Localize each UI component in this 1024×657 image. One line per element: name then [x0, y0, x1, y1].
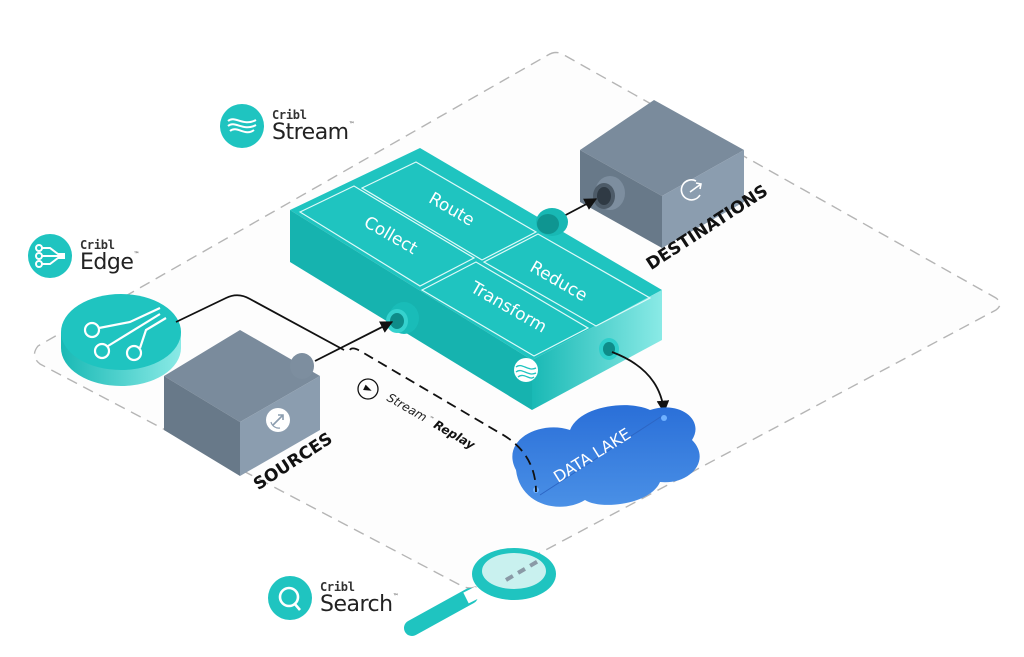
stream-node[interactable]: Route Collect Reduce Transform	[290, 148, 662, 410]
search-magnifier-icon	[268, 576, 312, 620]
arrow-in-icon	[266, 408, 290, 432]
wave-icon	[514, 358, 538, 382]
function-box-route[interactable]	[360, 161, 538, 261]
source-port	[290, 353, 314, 379]
function-box-reduce[interactable]	[482, 233, 652, 327]
stream-brand: Cribl	[272, 107, 307, 122]
connector-edge-to-stream	[175, 294, 345, 351]
connector-stream-to-destinations	[559, 198, 598, 219]
search-brand: Cribl	[320, 579, 355, 594]
connector-stream-to-lake	[611, 351, 670, 414]
circuit-icon	[83, 307, 167, 362]
cribl-edge-logo: Cribl Edge™	[28, 234, 139, 278]
replay-tm: ™	[427, 415, 434, 423]
stream-product-name: Stream	[272, 119, 349, 145]
search-product-name: Search	[320, 591, 393, 617]
stream-output-port	[536, 208, 568, 236]
connector-replay	[349, 347, 537, 493]
destination-port	[593, 176, 625, 210]
source-box[interactable]	[164, 330, 320, 476]
arrow-out-icon	[680, 179, 702, 201]
connector-sources-to-stream	[314, 321, 394, 362]
function-box-collect[interactable]	[298, 185, 476, 287]
play-circle-icon[interactable]	[357, 378, 379, 400]
edge-brand: Cribl	[80, 237, 115, 252]
data-lake[interactable]: DATA LAKE	[512, 405, 700, 507]
stream-lake-port	[599, 338, 619, 360]
stream-wave-icon	[220, 104, 264, 148]
stream-input-port	[386, 302, 419, 334]
edge-product-name: Edge	[80, 249, 134, 275]
edge-node[interactable]	[61, 294, 181, 386]
cribl-stream-logo: Cribl Stream™	[220, 104, 355, 148]
edge-circuit-icon	[28, 234, 72, 278]
stream-tm: ™	[348, 120, 355, 128]
edge-tm: ™	[133, 250, 139, 258]
magnifier-icon[interactable]	[404, 548, 556, 636]
destination-box[interactable]	[580, 100, 744, 248]
function-box-transform[interactable]	[420, 261, 590, 357]
search-tm: ™	[392, 592, 399, 600]
cribl-search-logo: Cribl Search™	[268, 576, 399, 620]
